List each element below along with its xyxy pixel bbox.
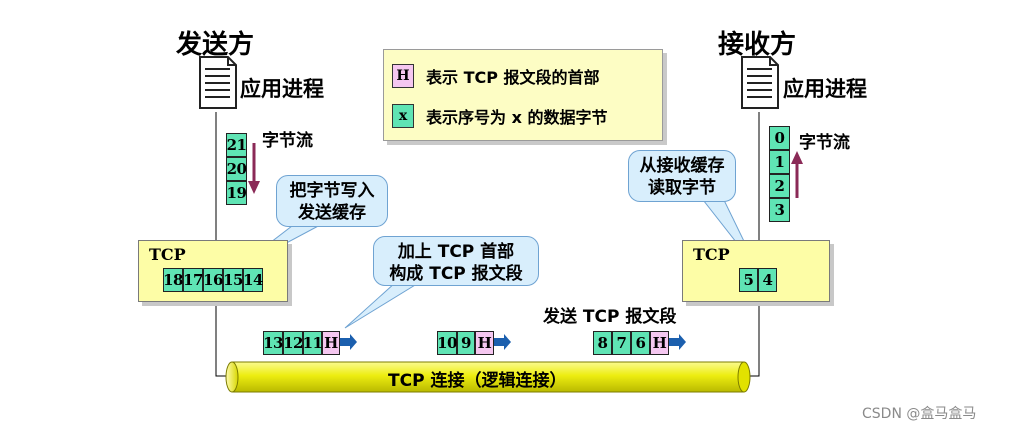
tcp-connection-pipe xyxy=(225,361,751,393)
segment-byte: 10 xyxy=(437,331,457,355)
document-icon xyxy=(199,56,237,109)
up-arrow-icon xyxy=(791,151,803,198)
receiver-app-label: 应用进程 xyxy=(783,77,867,101)
sender-tcp-label: TCP xyxy=(149,245,186,264)
buffer-byte: 16 xyxy=(203,268,223,292)
receiver-tcp-label: TCP xyxy=(693,245,730,264)
sender-app-label: 应用进程 xyxy=(240,77,324,101)
segment-byte: 11 xyxy=(303,331,323,355)
receiver-title: 接收方 xyxy=(718,30,797,60)
buffer-byte: 17 xyxy=(183,268,203,292)
callout-write-buffer: 把字节写入 发送缓存 xyxy=(276,175,388,227)
segment-byte: 6 xyxy=(631,331,650,355)
stream-byte: 2 xyxy=(769,174,790,198)
legend: H 表示 TCP 报文段的首部 x 表示序号为 x 的数据字节 xyxy=(383,49,663,141)
receiver-stream-label: 字节流 xyxy=(799,133,850,153)
segment-byte: 8 xyxy=(593,331,612,355)
callout-read-line2: 读取字节 xyxy=(648,178,716,198)
legend-header-text: 表示 TCP 报文段的首部 xyxy=(426,68,600,87)
legend-header-row: H 表示 TCP 报文段的首部 xyxy=(392,64,600,88)
callout-add-header-line1: 加上 TCP 首部 xyxy=(397,242,515,262)
buffer-byte: 5 xyxy=(739,268,758,292)
legend-byte-text: 表示序号为 x 的数据字节 xyxy=(426,108,608,127)
document-icon xyxy=(741,56,779,109)
stream-byte: 21 xyxy=(226,133,247,157)
callout-write-line1: 把字节写入 xyxy=(289,181,375,201)
stream-byte: 19 xyxy=(226,181,247,205)
right-arrow-icon xyxy=(669,334,686,350)
legend-header-swatch: H xyxy=(392,64,414,88)
callout-write-line2: 发送缓存 xyxy=(298,203,366,223)
watermark: CSDN @盒马盒马 xyxy=(862,406,977,422)
buffer-byte: 14 xyxy=(243,268,263,292)
segment-byte: 12 xyxy=(283,331,303,355)
sender-stream-label: 字节流 xyxy=(262,131,313,151)
segment-header: H xyxy=(650,331,669,355)
legend-byte-row: x 表示序号为 x 的数据字节 xyxy=(392,104,607,128)
segment-byte: 13 xyxy=(263,331,283,355)
callout-read-buffer: 从接收缓存 读取字节 xyxy=(628,150,736,202)
callout-pointer xyxy=(344,281,422,329)
callout-add-header-line2: 构成 TCP 报文段 xyxy=(389,264,523,284)
down-arrow-icon xyxy=(248,143,260,194)
callout-read-line1: 从接收缓存 xyxy=(639,156,725,176)
stream-byte: 20 xyxy=(226,157,247,181)
send-segments-label: 发送 TCP 报文段 xyxy=(543,307,677,327)
right-arrow-icon xyxy=(340,334,357,350)
stream-byte: 0 xyxy=(769,126,790,150)
segment-byte: 7 xyxy=(612,331,631,355)
segment-header: H xyxy=(322,331,340,355)
callout-add-header: 加上 TCP 首部 构成 TCP 报文段 xyxy=(373,236,539,286)
legend-byte-swatch: x xyxy=(392,104,414,128)
buffer-byte: 15 xyxy=(223,268,243,292)
stream-byte: 3 xyxy=(769,198,790,222)
right-arrow-icon xyxy=(494,334,511,350)
sender-title: 发送方 xyxy=(176,30,255,60)
buffer-byte: 18 xyxy=(163,268,183,292)
buffer-byte: 4 xyxy=(758,268,777,292)
stream-byte: 1 xyxy=(769,150,790,174)
segment-header: H xyxy=(475,331,494,355)
segment-byte: 9 xyxy=(457,331,475,355)
tcp-connection-label: TCP 连接（逻辑连接） xyxy=(388,371,567,391)
